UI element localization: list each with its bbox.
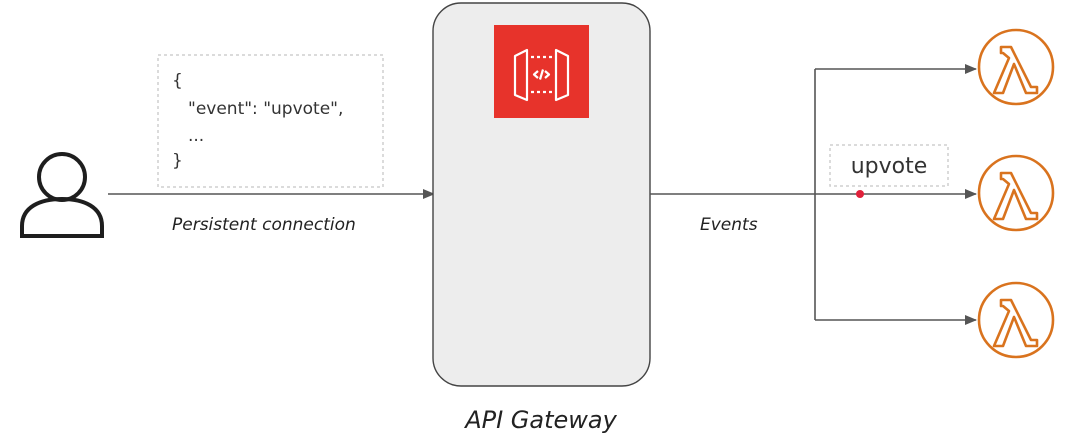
payload-line-close: } bbox=[172, 151, 183, 171]
event-payload-box: { "event": "upvote", ... } bbox=[157, 54, 384, 188]
connection-label: Persistent connection bbox=[172, 215, 356, 235]
payload-line-event: "event": "upvote", bbox=[188, 99, 343, 119]
lambda-icon bbox=[977, 154, 1055, 232]
user-icon bbox=[20, 152, 104, 238]
api-gateway-icon bbox=[494, 25, 589, 118]
lambda-icon bbox=[977, 281, 1055, 359]
api-gateway-title: API Gateway bbox=[463, 406, 617, 434]
payload-line-open: { bbox=[172, 71, 183, 91]
events-label: Events bbox=[700, 215, 758, 235]
event-dot bbox=[856, 190, 864, 198]
lambda-icon bbox=[977, 28, 1055, 106]
payload-line-ellipsis: ... bbox=[188, 126, 204, 146]
event-tag-label: upvote bbox=[851, 154, 928, 179]
event-tag: upvote bbox=[829, 144, 949, 187]
